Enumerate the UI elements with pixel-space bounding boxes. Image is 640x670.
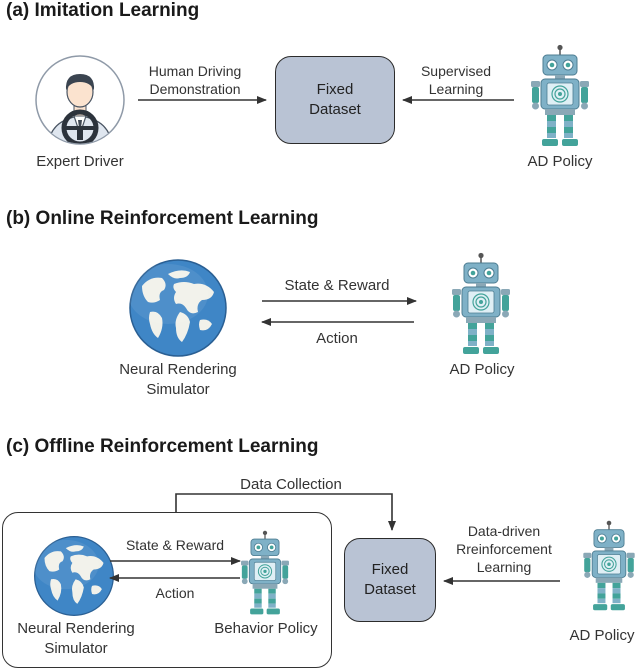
ad-policy-robot-icon	[446, 252, 516, 356]
globe-icon	[128, 259, 227, 357]
simulator-label-b-1: Neural Rendering	[119, 361, 237, 378]
section-a-title: (a) Imitation Learning	[6, 0, 200, 21]
section-b-title: (b) Online Reinforcement Learning	[6, 208, 319, 229]
ad-policy-label-c: AD Policy	[569, 627, 635, 644]
action-label-c: Action	[155, 585, 195, 601]
ad-policy-label-b: AD Policy	[449, 361, 515, 378]
data-driven-label-1: Data-driven	[467, 523, 541, 539]
simulator-label-c-2: Simulator	[44, 640, 108, 657]
action-label-b: Action	[316, 330, 358, 347]
dataset-line-1: Fixed	[371, 561, 409, 578]
ad-policy-label-a: AD Policy	[527, 153, 593, 170]
fixed-dataset-box-a: Fixed Dataset	[275, 56, 395, 144]
dataset-line-2: Dataset	[309, 101, 361, 118]
supervised-label-1: Supervised	[420, 63, 492, 79]
dataset-line-1: Fixed	[316, 81, 354, 98]
expert-driver-icon	[35, 55, 125, 145]
simulation-environment-box	[2, 512, 332, 668]
state-reward-label-c: State & Reward	[125, 537, 225, 553]
supervised-label-2: Learning	[428, 81, 484, 97]
data-collection-label: Data Collection	[240, 476, 342, 493]
ad-policy-robot-icon	[525, 44, 595, 148]
simulator-label-c-1: Neural Rendering	[17, 620, 135, 637]
simulator-label-b-2: Simulator	[146, 381, 210, 398]
human-demo-label-2: Demonstration	[149, 81, 241, 97]
dataset-line-2: Dataset	[364, 581, 416, 598]
globe-icon	[33, 536, 114, 616]
data-collection-arrow	[175, 493, 396, 531]
fixed-dataset-box-c: Fixed Dataset	[344, 538, 436, 622]
data-driven-label-3: Learning	[476, 559, 532, 575]
data-driven-label-2: Rreinforcement	[456, 541, 552, 557]
state-reward-label-b: State & Reward	[284, 277, 390, 294]
human-demo-label-1: Human Driving	[148, 63, 242, 79]
expert-driver-label: Expert Driver	[36, 153, 124, 170]
behavior-policy-label: Behavior Policy	[214, 620, 318, 637]
ad-policy-robot-icon	[578, 518, 640, 614]
behavior-policy-robot-icon	[236, 530, 294, 616]
section-c-title: (c) Offline Reinforcement Learning	[6, 436, 319, 457]
